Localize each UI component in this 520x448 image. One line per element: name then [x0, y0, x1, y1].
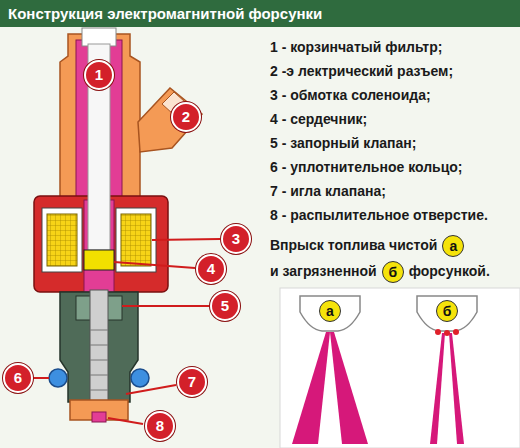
part-list-item: 3 - обмотка соленоида;	[270, 86, 431, 104]
valve-needle	[90, 290, 108, 412]
leader-lines	[33, 239, 220, 424]
electric-connector	[138, 88, 202, 152]
core	[84, 250, 114, 270]
solenoid-coil	[47, 214, 77, 266]
part-list-item: 8 - распылительное отверстие.	[270, 206, 488, 224]
part-list-item: 2 -э лектрический разъем;	[270, 62, 453, 80]
deposit-dot	[435, 329, 441, 335]
title: Конструкция электромагнитной форсунки	[8, 4, 322, 23]
caption-text: Впрыск топлива чистой	[270, 236, 437, 254]
part-list-item: 1 - корзинчатый фильтр;	[270, 38, 442, 56]
callout-number: 6	[3, 363, 33, 393]
o-ring	[131, 369, 149, 387]
title-bar	[0, 0, 520, 27]
callout-number: 3	[221, 224, 251, 254]
deposit-dot	[444, 330, 450, 336]
part-list-item: 6 - уплотнительное кольцо;	[270, 158, 462, 176]
leader-line	[33, 377, 49, 379]
caption-text: форсункой.	[409, 262, 490, 280]
callout-number: 1	[84, 60, 114, 90]
letter-badge: а	[319, 300, 341, 322]
leader-line	[122, 305, 209, 307]
coil-bobbin	[42, 208, 82, 272]
callout-number: 2	[171, 102, 201, 132]
spray-hole	[92, 412, 106, 422]
part-list-item: 5 - запорный клапан;	[270, 134, 416, 152]
leader-line	[126, 385, 176, 394]
spray-stream	[430, 333, 445, 444]
filter-cap	[82, 28, 116, 46]
solenoid-coil	[121, 214, 151, 266]
callout-number: 5	[210, 291, 240, 321]
letter-badge: б	[382, 261, 404, 283]
callout-number: 7	[177, 367, 207, 397]
spray-panel	[280, 288, 520, 448]
o-ring	[49, 369, 67, 387]
spray-stream	[449, 333, 464, 444]
callout-number: 4	[196, 254, 226, 284]
leader-line	[114, 262, 195, 268]
caption-text: и загрязненной	[270, 262, 377, 280]
part-list-item: 4 - сердечник;	[270, 110, 367, 128]
nozzle-dirty	[417, 296, 477, 331]
callout-number: 8	[145, 411, 175, 441]
part-list-item: 7 - игла клапана;	[270, 182, 386, 200]
spray-cone	[330, 332, 368, 444]
leader-line	[108, 418, 143, 424]
needle-grooves	[90, 330, 108, 390]
spray-cone	[292, 332, 330, 444]
deposit-dot	[453, 329, 459, 335]
leader-line	[152, 239, 220, 240]
letter-badge: б	[436, 300, 458, 322]
nozzle-clean	[300, 296, 360, 331]
